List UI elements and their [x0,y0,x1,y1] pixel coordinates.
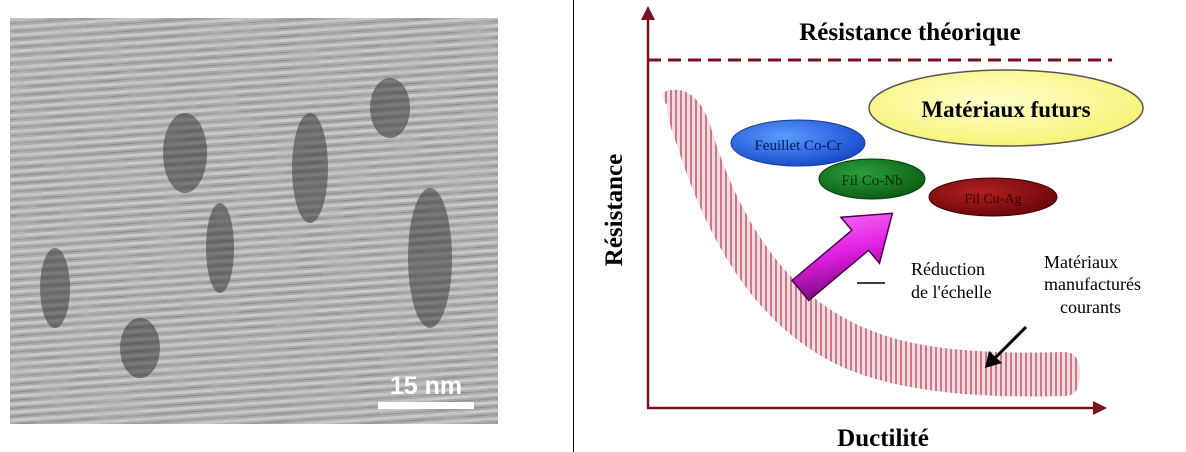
x-axis-label: Ductilité [837,425,929,452]
arrow-label-line1: Réduction [911,259,985,279]
current-materials-band [663,89,1080,397]
scale-bar [378,402,474,409]
current-materials-line1: Matériaux [1044,252,1118,272]
current-materials-pointer [985,325,1028,368]
co-nb-wire-label: Fil Co-Nb [841,173,902,189]
y-axis-label: Résistance [601,154,628,266]
panel-separator [573,0,574,452]
co-nb-wire-ellipse [818,158,926,200]
micrograph-dark-blobs [40,78,452,378]
future-materials-label: Matériaux futurs [921,97,1090,122]
strength-ductility-diagram: Résistance théorique Matériaux futurs Fe… [601,6,1144,452]
scale-bar-label: 15 nm [390,372,462,400]
co-cr-sheet-ellipse [730,119,866,167]
current-materials-line3: courants [1060,297,1121,317]
future-materials-ellipse [868,69,1144,147]
x-axis-arrowhead [1093,401,1107,415]
cu-ag-wire-label: Fil Cu-Ag [964,192,1021,207]
axes [646,18,1095,410]
y-axis-arrowhead [641,6,655,20]
tem-micrograph: 15 nm [10,18,498,424]
arrow-label-line2: de l'échelle [911,282,992,302]
theoretical-strength-label: Résistance théorique [799,19,1021,46]
co-cr-sheet-label: Feuillet Co-Cr [754,138,841,154]
cu-ag-wire-ellipse [928,177,1058,217]
current-materials-line2: manufacturés [1044,274,1141,294]
scale-reduction-arrow [791,212,894,302]
